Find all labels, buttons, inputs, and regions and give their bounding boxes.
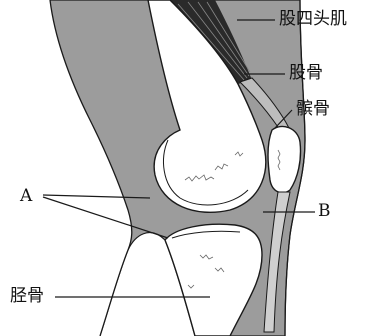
label-tibia: 胫骨 xyxy=(10,288,44,305)
label-quadriceps: 股四头肌 xyxy=(279,11,347,28)
label-patella: 髌骨 xyxy=(296,101,330,118)
label-a: A xyxy=(20,188,32,205)
label-b: B xyxy=(318,203,331,220)
label-femur: 股骨 xyxy=(289,65,323,82)
